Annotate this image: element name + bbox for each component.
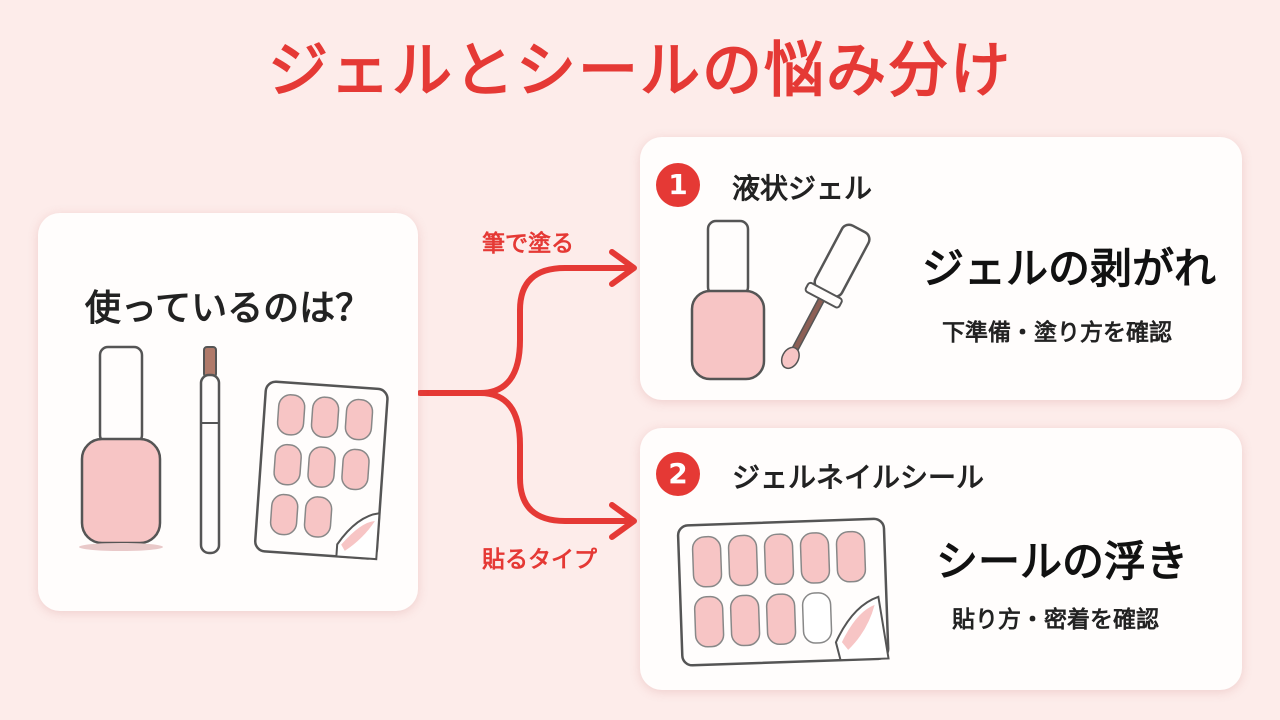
polish-bottle-icon bbox=[690, 219, 766, 381]
arrow-to-sticker-head bbox=[609, 502, 637, 540]
arrow-to-gel bbox=[477, 265, 633, 396]
option-problem: シールの浮き bbox=[936, 537, 1189, 586]
option-number-badge: 2 bbox=[656, 452, 700, 496]
option-card-sticker: 2 ジェルネイルシール シールの浮き 貼り方・密着を確認 bbox=[640, 428, 1242, 690]
option-title: 液状ジェル bbox=[732, 172, 873, 205]
branch-label-sticker: 貼るタイプ bbox=[482, 547, 597, 573]
arrow-to-gel-head bbox=[609, 249, 637, 287]
start-question: 使っているのは？ bbox=[84, 288, 372, 329]
arrow-to-sticker bbox=[477, 390, 633, 524]
start-card: 使っているのは？ bbox=[38, 213, 418, 611]
polish-bottle-icon bbox=[79, 345, 163, 551]
sticker-sheet-illustration bbox=[676, 517, 890, 667]
option-card-gel: 1 液状ジェル ジェルの剥がれ 下準備・塗り方を確認 bbox=[640, 137, 1242, 400]
option-action: 下準備・塗り方を確認 bbox=[942, 320, 1172, 346]
option-number-badge: 1 bbox=[656, 163, 700, 207]
nail-sticker-sheet-icon bbox=[676, 517, 890, 667]
option-problem: ジェルの剥がれ bbox=[922, 244, 1217, 293]
option-action: 貼り方・密着を確認 bbox=[952, 607, 1159, 633]
gel-illustration bbox=[690, 219, 871, 381]
products-illustration bbox=[79, 345, 389, 561]
brush-icon bbox=[199, 346, 221, 555]
branch-label-brush: 筆で塗る bbox=[482, 231, 574, 257]
option-title: ジェルネイルシール bbox=[732, 461, 985, 494]
page-title: ジェルとシールの悩み分け bbox=[268, 36, 1012, 106]
nail-sticker-sheet-icon bbox=[253, 380, 389, 561]
polish-cap-brush-icon bbox=[780, 223, 871, 370]
